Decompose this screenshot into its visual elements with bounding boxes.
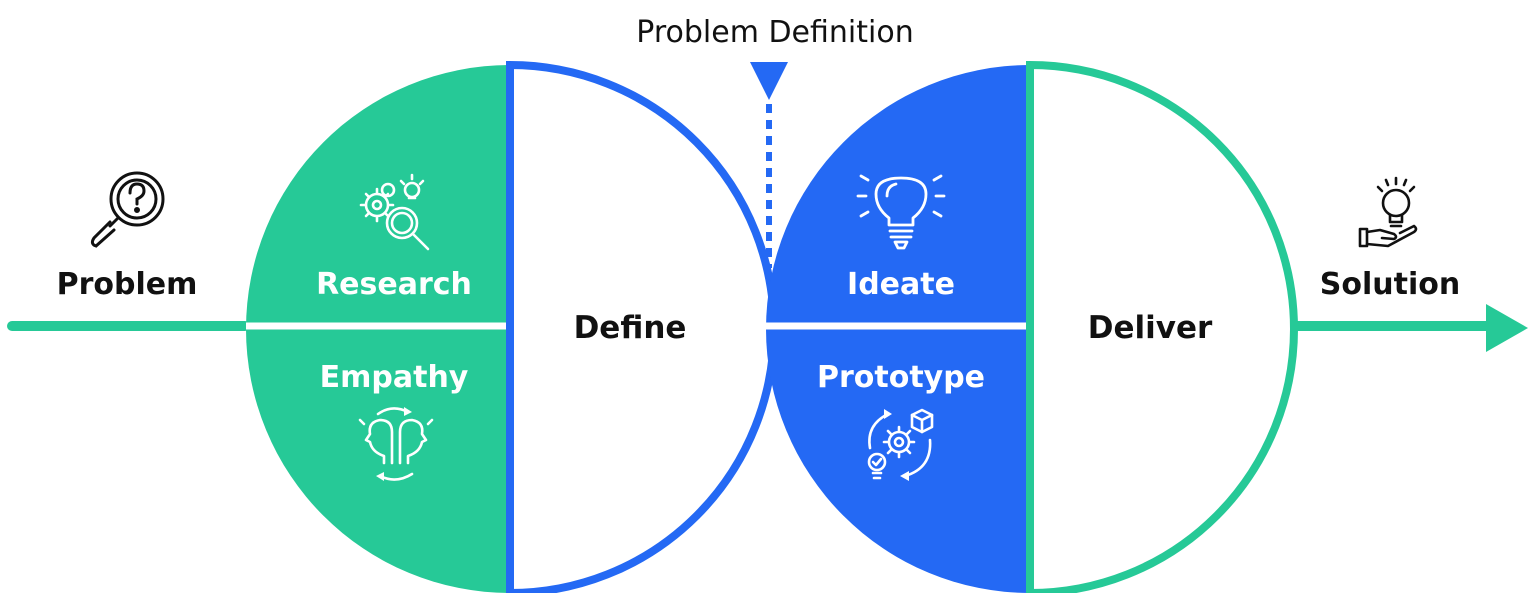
prototype-cycle-icon — [867, 408, 934, 481]
hand-lightbulb-icon — [1358, 176, 1418, 248]
output-arrowhead — [1486, 304, 1528, 352]
ideate-label: Ideate — [847, 267, 955, 302]
research-label: Research — [316, 267, 472, 302]
gears-magnifier-bulb-icon — [359, 173, 430, 251]
problem-definition-label: Problem Definition — [636, 15, 913, 50]
define-label: Define — [574, 310, 687, 346]
deliver-label: Deliver — [1088, 310, 1213, 346]
problem-label: Problem — [57, 267, 198, 302]
magnifier-question-icon — [90, 171, 165, 248]
problem-definition-marker — [750, 62, 788, 100]
deliver-half — [1026, 60, 1298, 593]
prototype-label: Prototype — [817, 360, 985, 395]
empathy-label: Empathy — [320, 360, 469, 395]
solution-label: Solution — [1320, 267, 1460, 302]
lightbulb-icon — [856, 174, 946, 250]
two-heads-cycle-icon — [358, 407, 434, 481]
